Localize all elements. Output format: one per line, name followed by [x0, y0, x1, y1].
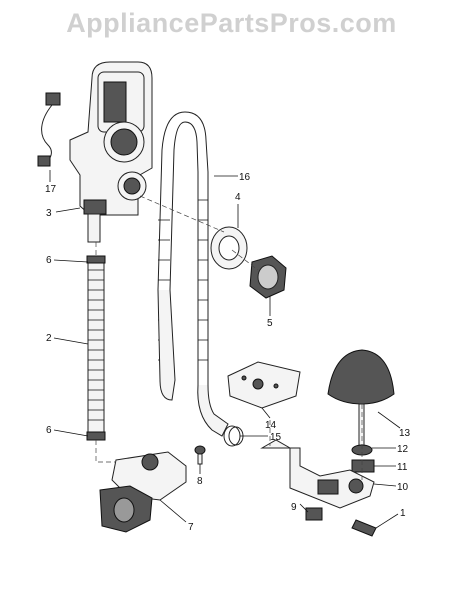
callout-7: 7 [188, 522, 194, 533]
float-nut[interactable] [351, 459, 375, 473]
callout-4: 4 [235, 192, 241, 203]
callout-16: 16 [239, 172, 251, 183]
hex-nut[interactable] [249, 255, 287, 299]
assembly-guide-lines [95, 195, 363, 480]
drain-pump-motor[interactable] [99, 451, 187, 533]
callout-13: 13 [399, 428, 411, 439]
float[interactable] [327, 349, 395, 449]
callout-5: 5 [267, 318, 273, 329]
callout-leaders [49, 170, 401, 529]
float-switch[interactable] [305, 507, 323, 521]
callout-8: 8 [197, 476, 203, 487]
o-ring-bottom[interactable] [86, 431, 106, 441]
wire-harness[interactable] [37, 92, 61, 167]
pump-manifold-housing[interactable] [69, 61, 153, 243]
callout-2: 2 [46, 333, 52, 344]
callout-12: 12 [397, 444, 409, 455]
callout-10: 10 [397, 482, 409, 493]
upper-spray-hose[interactable] [157, 111, 229, 437]
heater-shield[interactable] [227, 361, 301, 409]
callout-15: 15 [270, 432, 282, 443]
callout-1: 1 [400, 508, 406, 519]
callout-6-top: 6 [46, 255, 52, 266]
watermark-text: AppliancePartsPros.com [66, 8, 397, 38]
callout-9: 9 [291, 502, 297, 513]
wire-connector[interactable] [351, 519, 377, 537]
float-switch-bracket[interactable] [260, 439, 375, 509]
callout-6-bottom: 6 [46, 425, 52, 436]
callout-14: 14 [265, 420, 277, 431]
callout-11: 11 [397, 462, 408, 473]
mounting-screw[interactable] [194, 445, 206, 465]
o-ring-top[interactable] [86, 255, 106, 264]
corrugated-supply-tube[interactable] [87, 261, 105, 433]
gasket-ring[interactable] [210, 226, 248, 270]
callout-3: 3 [46, 208, 52, 219]
callout-17: 17 [45, 184, 57, 195]
